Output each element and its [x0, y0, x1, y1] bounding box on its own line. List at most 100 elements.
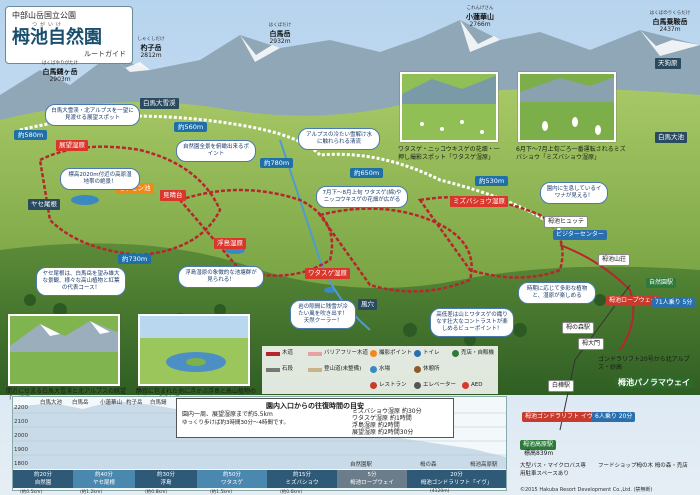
- facility-shop: フードショップ栂の木 栂の森・売店: [598, 463, 688, 469]
- profile-tick: 2000: [14, 433, 28, 439]
- legend-label: 木道: [282, 350, 294, 356]
- legend-rest: 休憩所: [414, 366, 440, 373]
- profile-segment: 約15分ミズバショウ: [267, 470, 337, 488]
- profile-label: 白馬大池: [40, 400, 63, 406]
- facility-hutte: 栂池ヒュッテ: [544, 216, 589, 228]
- segment-name: 栂池ロープウェイ: [350, 480, 394, 486]
- spot-miharashi: 見晴台: [160, 190, 186, 201]
- profile-tick: 2200: [14, 405, 28, 411]
- spot-wataasuge: ワタスゲ湿原: [305, 268, 350, 279]
- bubble-ukishima: 浮島湿原の象徴的な池塘群が見られる！: [178, 266, 264, 288]
- legend-aed: AED: [462, 382, 482, 389]
- legend-restaurant: レストラン: [370, 382, 407, 389]
- facility-kogen-station: 栂池高原駅: [520, 440, 557, 450]
- peak-yari: はくばやりがたけ 白馬鑓ヶ岳 2903m: [30, 60, 90, 84]
- park-name: 中部山岳国立公園: [12, 11, 76, 20]
- times-box: 園内入口からの往復時間の目安: [176, 398, 454, 438]
- legend-swatch: [266, 367, 280, 372]
- aed-icon: [462, 382, 469, 389]
- times-row: ワタスゲ湿原 約1時間: [352, 415, 412, 422]
- water-icon: [370, 366, 377, 373]
- facility-sanso: 栂池山荘: [598, 254, 631, 266]
- bubble-view: 時期に応じて多彩な植物と、湿原が楽しめる: [518, 282, 596, 304]
- segment-time: 5分: [367, 472, 377, 478]
- altitude-tag: 約580m: [14, 130, 48, 140]
- profile-station: 自然園駅: [350, 462, 373, 468]
- legend-label: エレベーター: [423, 382, 457, 388]
- times-row: ミズバショウ湿原 約30分: [352, 408, 422, 415]
- peak-shirouma: はくばだけ 白馬岳 2932m: [255, 22, 305, 46]
- times-row: 浮島湿原 約2時間: [352, 422, 400, 429]
- profile-label: 白馬岳: [72, 400, 89, 406]
- profile-label: 小蓮華山: [100, 400, 123, 406]
- times-title: 園内入口からの往復時間の目安: [266, 402, 364, 410]
- title-box: 中部山岳国立公園 つがいけ 栂池自然園 ルートガイド: [5, 6, 133, 64]
- peak-ruby: はくばやりがたけ: [42, 61, 78, 66]
- legend-label: バリアフリー木道: [324, 350, 369, 356]
- spot-tenboshitsu: 展望湿原: [56, 140, 88, 151]
- peak-shakushi: しゃくしだけ 杓子岳 2812m: [126, 36, 176, 60]
- spot-ukishima: 浮島湿原: [214, 238, 246, 249]
- profile-tick: 1900: [14, 447, 28, 453]
- peak-elevation: 2437m: [659, 26, 681, 33]
- times-total: 園内一周、展望湿原まで約5.5km: [182, 411, 273, 418]
- legend-swatch: [266, 351, 280, 356]
- page-subtitle: ルートガイド: [84, 50, 126, 58]
- legend-label: 休憩所: [423, 366, 440, 372]
- page-title: 栂池自然園: [12, 27, 102, 48]
- spot-hakuba-sawa: 白馬大雪渓: [140, 98, 179, 109]
- legend-shop: 売店・自販機: [452, 350, 494, 357]
- legend-elevator: エレベーター: [414, 382, 456, 389]
- segment-dist: (約0.5km): [20, 490, 43, 495]
- segment-name: 浮島: [160, 480, 172, 486]
- photo-ukishima: [138, 314, 250, 386]
- spot-kazaana: 風穴: [358, 299, 377, 310]
- caption-watasuge: ワタスゲ・ニッコウキスゲの花畑・一押し撮影スポット「ワタスゲ湿原」: [398, 146, 500, 161]
- segment-time: 約50分: [223, 472, 241, 478]
- peak-ruby: これんげさん: [466, 6, 494, 11]
- altitude-tag: 約530m: [475, 176, 509, 186]
- bubble-iris: 園内に生息しているイワナが見える！: [540, 182, 608, 204]
- segment-dist: (4120m): [430, 489, 450, 494]
- elevator-icon: [414, 382, 421, 389]
- rest-icon: [414, 366, 421, 373]
- segment-name: ミズバショウ: [285, 480, 319, 486]
- photo-mizubasho: [518, 72, 616, 142]
- profile-segment: 20分栂池ゴンドラリフト「イヴ」: [407, 470, 506, 488]
- camera-icon: [370, 350, 377, 357]
- profile-segment: 約20分自然園: [13, 470, 73, 488]
- legend-swatch: [308, 351, 322, 356]
- legend-toilet: トイレ: [414, 350, 440, 357]
- segment-time: 20分: [450, 472, 463, 478]
- peak-elevation: 2932m: [269, 38, 291, 45]
- photo-tenbo: [8, 314, 120, 386]
- profile-segment: 約50分ワタスゲ: [197, 470, 267, 488]
- peak-ruby: しゃくしだけ: [137, 37, 165, 42]
- profile-segment: 約30分浮島: [135, 470, 197, 488]
- altitude-tag: 約560m: [174, 122, 208, 132]
- bubble-yase: ヤセ尾根は、白馬岳を望み雄大な景観、様々な高山植物と紅葉の代表コース！: [36, 267, 126, 296]
- segment-dist: (約1.5km): [210, 490, 233, 495]
- facility-hakuba-station: 白樺駅: [548, 380, 575, 392]
- peak-name: 杓子岳: [140, 44, 162, 52]
- times-note: ゆっくり歩けば約3時間30分〜4時間です。: [182, 420, 289, 426]
- spot-tenguhara: 天狗原: [655, 58, 681, 69]
- facility-ropeway-station: 自然園駅: [646, 278, 677, 288]
- altitude-tag: 約730m: [118, 254, 152, 264]
- legend-label: 撮影ポイント: [379, 350, 413, 356]
- segment-name: 栂池ゴンドラリフト「イヴ」: [420, 480, 493, 486]
- legend-view: 撮影ポイント: [370, 350, 412, 357]
- times-time: 約30分: [401, 408, 422, 415]
- photo-ukishima-image: [140, 316, 248, 384]
- peak-elevation: 2812m: [140, 52, 162, 59]
- profile-label: 白馬鑓: [150, 400, 167, 406]
- times-time: 約2時間30分: [377, 429, 414, 436]
- times-place: 浮島湿原: [352, 422, 377, 429]
- facility-note: ゴンドラリフト20号から北アルプス・妙高: [598, 356, 690, 371]
- facility-gondola: 栂池ゴンドラリフト イヴ: [522, 412, 596, 422]
- toilet-icon: [414, 350, 421, 357]
- times-place: ワタスゲ湿原: [352, 415, 389, 422]
- segment-time: 約15分: [293, 472, 311, 478]
- peak-name: 白馬鑓ヶ岳: [42, 68, 78, 76]
